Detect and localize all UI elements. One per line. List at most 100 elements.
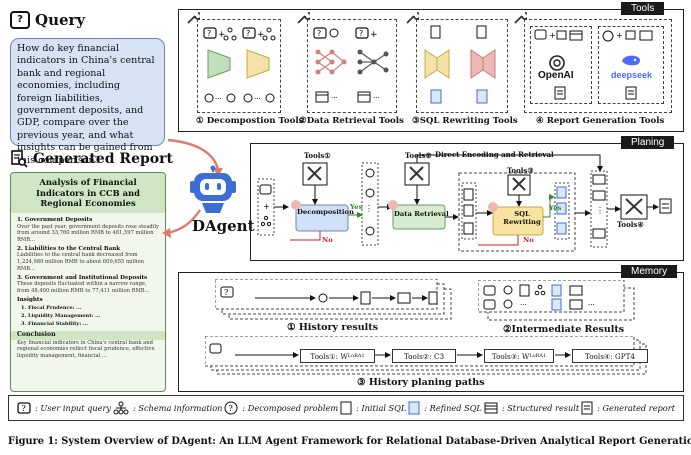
agent-label: DAgent	[192, 217, 255, 235]
legend-label: : Decomposed problem	[242, 403, 339, 413]
report-section-text: Liabilities to the central bank decrease…	[17, 252, 144, 272]
history-results-stack: ?	[215, 279, 452, 320]
report-section-text: These deposits fluctuated within a narro…	[17, 281, 150, 294]
svg-text:?: ?	[22, 404, 26, 413]
planing-panel	[250, 143, 684, 261]
no-label: No	[322, 236, 333, 244]
yes-label: Yes	[549, 204, 562, 212]
svg-text:···: ···	[254, 95, 261, 103]
report-insight: 3. Financial Stability: ...	[21, 321, 89, 328]
report-search-icon	[11, 150, 28, 168]
report-icon	[625, 86, 637, 100]
tools-panel	[178, 9, 684, 132]
svg-text:?: ?	[359, 29, 363, 38]
refined-sql-icon	[408, 401, 420, 415]
report-conclusion-text: Key financial indicators in China's cent…	[17, 339, 155, 359]
svg-text:+: +	[370, 30, 378, 40]
report-section-heading: 3. Government and Institutional Deposits	[17, 274, 148, 281]
report-icon	[581, 401, 593, 415]
report-generation-tools-box	[524, 19, 672, 113]
openai-label: OpenAI	[538, 70, 574, 81]
wrench-icon	[514, 12, 527, 24]
report-icon	[554, 86, 566, 100]
wrench-icon	[297, 12, 310, 24]
report-generation-tools-label: ④ Report Generation Tools	[536, 116, 665, 126]
svg-text:+: +	[218, 30, 226, 40]
path-step-2: Tools②: C3	[392, 349, 456, 363]
decomposition-tools-box	[197, 19, 281, 113]
openai-inputs-diagram: +	[534, 29, 583, 41]
figure-caption: Figure 1: System Overview of DAgent: An …	[8, 436, 691, 447]
deepseek-inputs-diagram: +	[602, 30, 653, 42]
legend-label: : Schema information	[133, 403, 223, 413]
legend: ? : User input query : Schema informatio…	[8, 395, 684, 421]
query-title: ? Query	[10, 11, 85, 29]
report-section-text: Over the past year, government deposits …	[17, 223, 159, 243]
svg-text:+: +	[549, 31, 556, 40]
report-title: Generated Report	[10, 150, 173, 168]
memory-panel	[178, 272, 684, 392]
svg-text:+: +	[257, 30, 265, 40]
legend-label: : Refined SQL	[424, 403, 482, 413]
data-retrieval-tools-box	[307, 19, 397, 113]
generated-report: Analysis of Financial Indicators in CCB …	[10, 172, 166, 392]
legend-label: : User input query	[35, 403, 112, 413]
decomposition-tools-label: ① Decompostion Tools	[196, 116, 304, 126]
legend-item-decomposed: ? : Decomposed problem	[224, 401, 338, 415]
sql-rewriting-tools-label: ③SQL Rewriting Tools	[412, 116, 518, 126]
path-step-4: Tools④: GPT4	[572, 349, 648, 363]
planing-tab: Planing	[621, 136, 675, 149]
legend-item-refined-sql: : Refined SQL	[408, 401, 482, 415]
svg-text:···: ···	[520, 301, 527, 309]
history-paths-label: ③ History planing paths	[357, 377, 485, 388]
legend-label: : Structured result	[501, 403, 580, 413]
report-insights-label: Insights	[17, 297, 43, 304]
direct-encoding-label: Direct Encoding and Retrieval	[435, 150, 554, 159]
report-section-heading: 1. Government Deposits	[17, 217, 93, 223]
report-heading: Analysis of Financial Indicators in CCB …	[11, 173, 165, 213]
robot-agent-icon	[190, 165, 236, 213]
query-title-text: Query	[35, 11, 86, 29]
svg-text:···: ···	[215, 95, 222, 103]
intermediate-results-label: ②Intermediate Results	[503, 324, 625, 335]
svg-text:⋮: ⋮	[596, 206, 604, 215]
wrench-icon	[406, 12, 419, 24]
sql-rewriting-tools-diagram	[424, 25, 496, 104]
no-label: No	[523, 236, 534, 244]
tools-tab: Tools	[621, 2, 665, 15]
svg-text:⋮: ⋮	[365, 204, 373, 213]
planing-tools4-label: Tools④	[617, 220, 644, 229]
deepseek-whale-icon	[622, 55, 640, 66]
planing-flow-diagram: + ⋮ ⋮	[257, 154, 672, 252]
path-step-1-sub: LoRA1	[347, 353, 365, 359]
intermediate-results-stack: ··· ···	[478, 280, 635, 321]
sql-rewriting-node: SQL Rewriting	[503, 210, 541, 226]
decomposed-icon: ?	[224, 401, 238, 415]
path-step-3-sub: LoRA1	[529, 353, 547, 359]
legend-item-initial-sql: : Initial SQL	[340, 401, 406, 415]
query-icon: ?	[10, 11, 30, 29]
svg-text:?: ?	[246, 29, 250, 38]
structured-result-icon	[484, 402, 498, 414]
openai-box	[530, 26, 592, 104]
report-section-heading: 2. Liabilities to the Central Bank	[17, 245, 121, 252]
agent-arrows	[162, 138, 223, 238]
history-results-label: ① History results	[287, 322, 378, 333]
svg-text:+: +	[263, 202, 270, 211]
legend-label: : Generated report	[597, 403, 675, 413]
report-insight: 1. Fiscal Prudence: ...	[21, 305, 82, 312]
report-insight: 2. Liquidity Management: ...	[21, 313, 101, 320]
wrench-icon	[187, 12, 200, 24]
legend-label: : Initial SQL	[356, 403, 407, 413]
path-step-3-text: Tools③: W	[491, 351, 530, 361]
openai-logo-icon	[549, 55, 565, 71]
planing-tools3-label: Tools③	[507, 166, 534, 175]
initial-sql-icon	[340, 401, 352, 415]
sql-rewriting-tools-box	[416, 19, 508, 113]
yes-label: Yes	[350, 203, 363, 211]
path-step-1-text: Tools①: W	[310, 351, 348, 361]
planing-tools2-label: Tools②	[405, 151, 432, 160]
schema-icon	[113, 401, 129, 415]
